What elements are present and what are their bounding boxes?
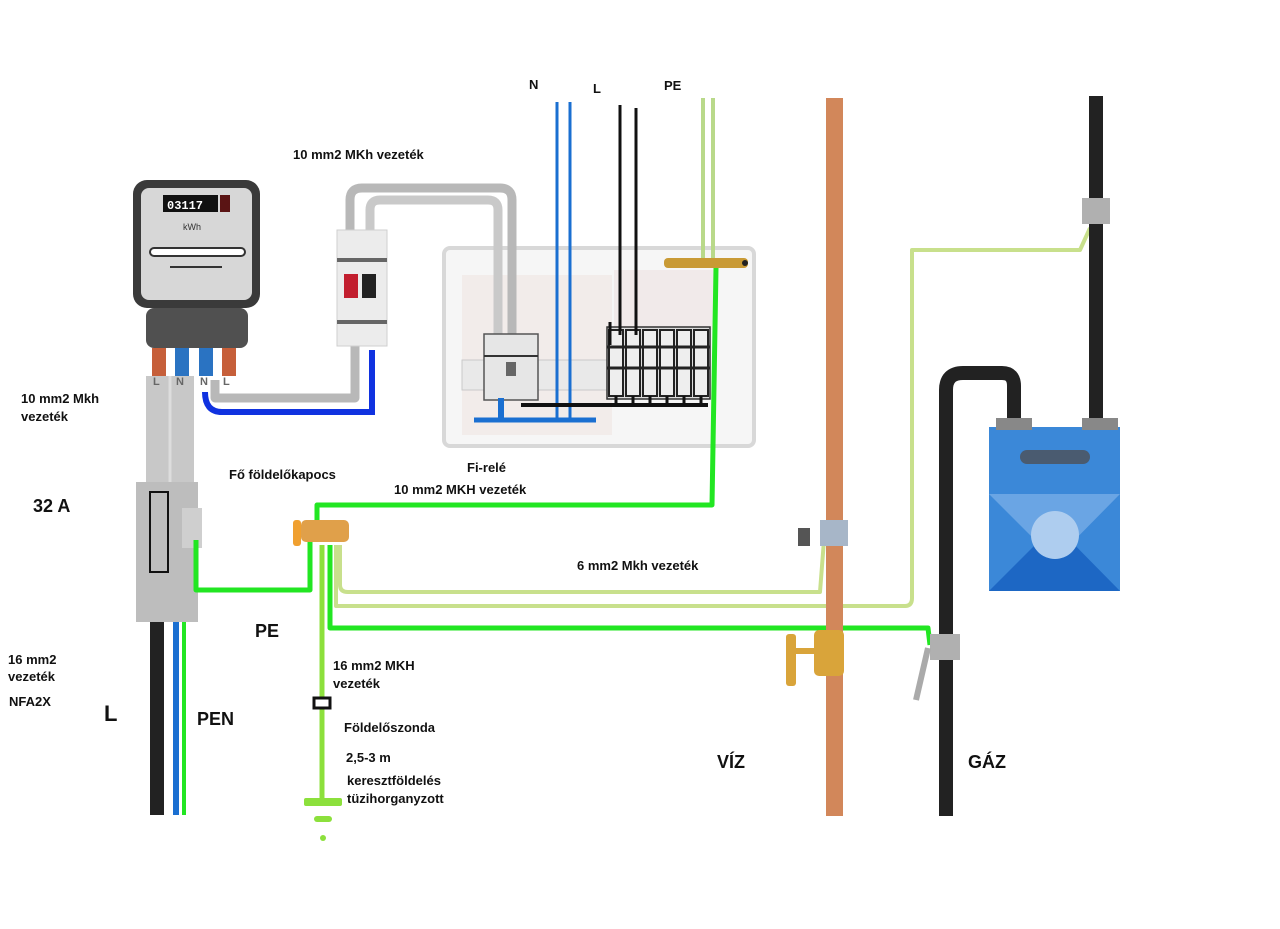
- gas-valve-icon: [913, 634, 960, 701]
- bonding-cables: [334, 227, 1092, 608]
- meter-unit: kWh: [183, 222, 201, 232]
- gas-label: GÁZ: [968, 752, 1006, 772]
- pipe-clamp-icon: [1082, 198, 1110, 224]
- two-pole-breaker-icon: [336, 229, 388, 347]
- earth-probe-label: Földelőszonda: [344, 720, 435, 735]
- bonding-cable-label: 6 mm2 Mkh vezeték: [577, 558, 699, 573]
- service-pen-label: PEN: [197, 709, 235, 729]
- panel-pe-cable-label: 10 mm2 MKH vezeték: [394, 482, 527, 497]
- mcb-row-icon: [606, 326, 711, 405]
- fuse-box-icon: [136, 482, 202, 622]
- gas-pipe-icon: [939, 96, 1103, 816]
- supply-l-wires: [521, 105, 708, 407]
- water-valve-icon: [786, 630, 844, 686]
- earth-cable-label-2: vezeték: [333, 676, 380, 691]
- meter-reading: 03117: [167, 199, 203, 213]
- pe-label: PE: [255, 621, 280, 641]
- earth-cable-label-1: 16 mm2 MKH: [333, 658, 415, 673]
- service-cable-type-label: NFA2X: [9, 694, 51, 709]
- meter-cable-label-2: vezeték: [21, 409, 68, 424]
- rcd-icon: [483, 333, 539, 401]
- main-earth-terminal-label: Fő földelőkapocs: [229, 467, 336, 482]
- mcb-module: [642, 329, 658, 397]
- meter-terminal-1: L: [153, 376, 160, 388]
- supply-n-label: N: [529, 77, 539, 92]
- service-cable: [146, 350, 375, 486]
- mcb-module: [659, 329, 675, 397]
- meter-to-breaker-cable-label: 10 mm2 MKh vezeték: [293, 147, 424, 162]
- pipe-clamp-icon: [820, 520, 848, 546]
- service-cable-label-2: vezeték: [8, 669, 55, 684]
- service-cable-label-1: 16 mm2: [8, 652, 57, 667]
- mcb-module: [625, 329, 641, 397]
- meter-terminal-2: N: [176, 376, 184, 388]
- meter-cable-label-1: 10 mm2 Mkh: [21, 391, 100, 406]
- probe-length-label: 2,5-3 m: [346, 750, 391, 765]
- water-pipe-icon: [826, 98, 843, 816]
- service-l-label: L: [104, 701, 118, 726]
- earth-probe-icon: [304, 798, 342, 841]
- mcb-module: [676, 329, 692, 397]
- water-label: VÍZ: [717, 752, 746, 772]
- supply-pe-wires: [701, 98, 715, 262]
- probe-type-label-2: tüzihorganyzott: [347, 791, 444, 806]
- electricity-meter-icon: 03117 kWh: [133, 180, 260, 376]
- gas-meter-icon: [989, 418, 1120, 591]
- earth-terminal-icon: [293, 520, 349, 546]
- supply-n-wires: [474, 102, 596, 423]
- supply-pe-label: PE: [664, 78, 682, 93]
- mkh-cable-meter-to-rcd: [210, 183, 517, 403]
- rcd-label: Fi-relé: [467, 460, 507, 475]
- main-fuse-label: 32 A: [33, 496, 71, 516]
- probe-type-label-1: keresztföldelés: [347, 773, 441, 788]
- supply-l-label: L: [593, 81, 601, 96]
- meter-terminal-4: L: [223, 376, 230, 388]
- meter-terminal-3: N: [200, 376, 208, 388]
- mcb-module: [693, 329, 709, 397]
- earth-bar-icon: [664, 258, 748, 268]
